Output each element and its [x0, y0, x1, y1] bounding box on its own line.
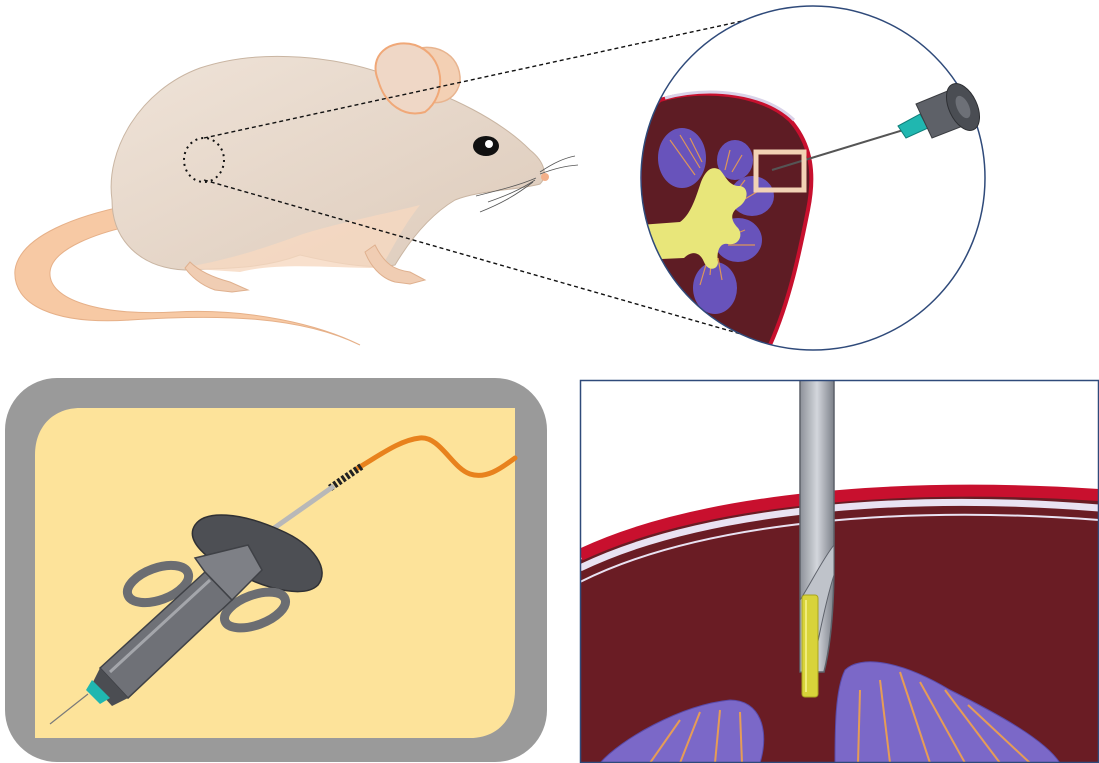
mouse-eye-highlight — [485, 140, 493, 148]
kidney-icon — [640, 92, 811, 345]
mouse-icon — [15, 43, 578, 345]
mouse-nose — [541, 173, 549, 181]
zoom-inset — [640, 6, 986, 350]
closeup-yellow-sheath — [802, 595, 818, 697]
syringe-panel — [5, 378, 547, 762]
closeup-panel — [580, 380, 1099, 763]
